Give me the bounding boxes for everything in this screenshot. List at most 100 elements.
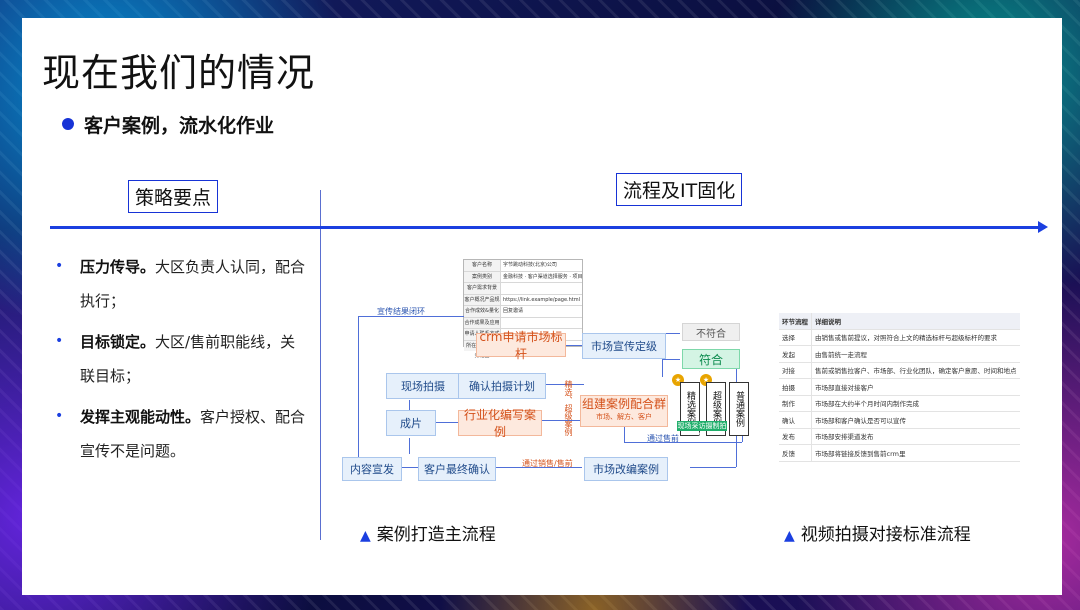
timeline-arrow [50,226,1045,229]
form-row: 合作成果及应用 [464,317,582,329]
table-cell: 对接 [779,362,812,379]
right-section-header: 流程及IT固化 [616,173,743,206]
triangle-icon: ▲ [784,528,795,544]
build-group-subtitle: 市场、解方、客户 [596,413,652,421]
bullet-bold: 发挥主观能动性。 [80,408,201,426]
not-match-box: 不符合 [682,323,740,341]
form-label: 合作成效&量化 [464,306,501,317]
form-row: 客户概况产品规则https://link.example/page.html [464,294,582,313]
slide: 现在我们的情况 客户案例，流水化作业 策略要点 流程及IT固化 • 压力传导。大… [22,18,1062,595]
connector-line [544,384,584,385]
table-header-row: 环节流程 详细说明 [779,313,1020,330]
bullet-icon: • [55,258,64,274]
table-cell: 由售前统一走流程 [811,345,1020,363]
vertical-note: 精选、超级案例 [564,380,573,436]
table-cell: 发布 [779,428,812,445]
table-row: 确认市场部和客户确认是否可以宣传 [779,411,1020,429]
subtitle: 客户案例，流水化作业 [84,115,275,137]
bullet-item-initiative: 发挥主观能动性。客户授权、配合宣传不是问题。 [80,400,310,468]
match-box: 符合 [682,349,740,369]
build-group-title: 组建案例配合群 [581,397,666,411]
form-label: 客户需求背景 [464,283,501,294]
bullet-text: 大区/售前职能线，关联目标； [80,333,296,385]
connector-line [662,345,663,377]
form-label: 案例类别 [464,271,501,282]
form-value: 回复邀请 [503,308,524,314]
bullet-text: 大区负责人认同，配合执行； [80,258,306,310]
industry-case-box: 行业化编写案例 [458,408,542,439]
via-sales-label: 通过销售/售前 [522,459,573,468]
build-case-group-box: 组建案例配合群 市场、解方、客户 [580,395,668,427]
form-row: 客户名称字节跳动科技(北京)公司 [464,260,582,272]
right-caption: ▲ 视频拍摄对接标准流程 [784,520,971,545]
film-box: 成片 [386,410,436,436]
bullet-text: 客户授权、配合宣传不是问题。 [80,408,306,460]
crm-apply-box: crm申请市场标杆 [476,330,566,361]
connector-line [662,333,680,334]
table-row: 反馈市场部将链接反馈到售前crm里 [779,444,1020,462]
connector-line [409,400,410,410]
connector-line [402,467,418,468]
table-cell: 由销售或售前提议，对照符合上文的精选标杆与超级标杆的要求 [811,329,1020,346]
left-caption-text: 案例打造主流程 [376,525,496,545]
triangle-icon: ▲ [360,528,371,544]
bullet-icon: • [55,333,64,349]
confirm-shoot-plan-box: 确认拍摄计划 [458,373,546,399]
form-label: 合作成果及应用 [464,317,501,328]
shoot-process-table: 环节流程 详细说明 选择由销售或售前提议，对照符合上文的精选标杆与超级标杆的要求… [779,313,1020,462]
arrow-head-icon [1038,221,1048,233]
bullet-bold: 目标锁定。 [80,333,156,351]
form-value [501,318,582,329]
connector-line [496,467,582,468]
table-cell: 市场部和客户确认是否可以宣传 [811,411,1020,429]
table-cell: 确认 [779,411,812,429]
table-cell: 市场部安排渠道发布 [811,428,1020,445]
content-promo-box: 内容宣发 [342,457,402,481]
bullet-item-target: 目标锁定。大区/售前职能线，关联目标； [80,325,310,393]
left-section-header: 策略要点 [128,180,219,213]
table-cell: 选择 [779,329,812,346]
section-divider [320,190,321,540]
form-value [501,283,582,294]
market-edit-case-box: 市场改编案例 [584,457,668,481]
connector-line [690,467,736,468]
table-cell: 市场部直接对接客户 [811,378,1020,396]
table-cell: 反馈 [779,444,812,462]
feedback-loop-label: 宣传结果闭环 [377,307,425,316]
market-promo-grading-box: 市场宣传定级 [582,333,666,359]
onsite-shoot-bar: 现场采访摄制拍摄 [677,421,727,440]
connector-line [540,420,580,421]
subtitle-bullet-icon [62,118,74,130]
form-value: 字节跳动科技(北京)公司 [503,262,557,268]
table-row: 发布市场部安排渠道发布 [779,428,1020,445]
table-header: 环节流程 [779,313,812,330]
right-caption-text: 视频拍摄对接标准流程 [800,525,971,545]
bullet-bold: 压力传导。 [80,258,156,276]
table-header: 详细说明 [811,313,1020,330]
connector-line [358,316,359,458]
bullet-icon: • [55,408,64,424]
table-cell: 制作 [779,395,812,412]
connector-line [358,316,464,317]
page-title: 现在我们的情况 [42,51,316,95]
form-label: 客户名称 [464,260,501,271]
connector-line [624,426,625,442]
connector-line [409,438,410,454]
via-presales-label: 通过售前 [647,434,679,443]
bullet-item-pressure: 压力传导。大区负责人认同，配合执行； [80,250,310,318]
form-row: 合作成效&量化回复邀请 [464,306,582,318]
site-shoot-box: 现场拍摄 [386,373,460,399]
connector-line [434,422,458,423]
table-row: 对接售前或销售拉客户、市场部、行业化团队，确定客户意愿、时间和地点 [779,362,1020,379]
table-row: 拍摄市场部直接对接客户 [779,378,1020,396]
table-row: 制作市场部在大约半个月时间内制作完成 [779,395,1020,412]
left-caption: ▲ 案例打造主流程 [360,520,496,545]
client-final-confirm-box: 客户最终确认 [418,457,496,481]
form-value: https://link.example/page.html [503,296,581,303]
table-cell: 售前或销售拉客户、市场部、行业化团队，确定客户意愿、时间和地点 [811,362,1020,379]
table-row: 发起由售前统一走流程 [779,345,1020,363]
table-cell: 市场部将链接反馈到售前crm里 [811,444,1020,462]
connector-line [624,442,742,443]
form-row: 客户需求背景 [464,283,582,295]
